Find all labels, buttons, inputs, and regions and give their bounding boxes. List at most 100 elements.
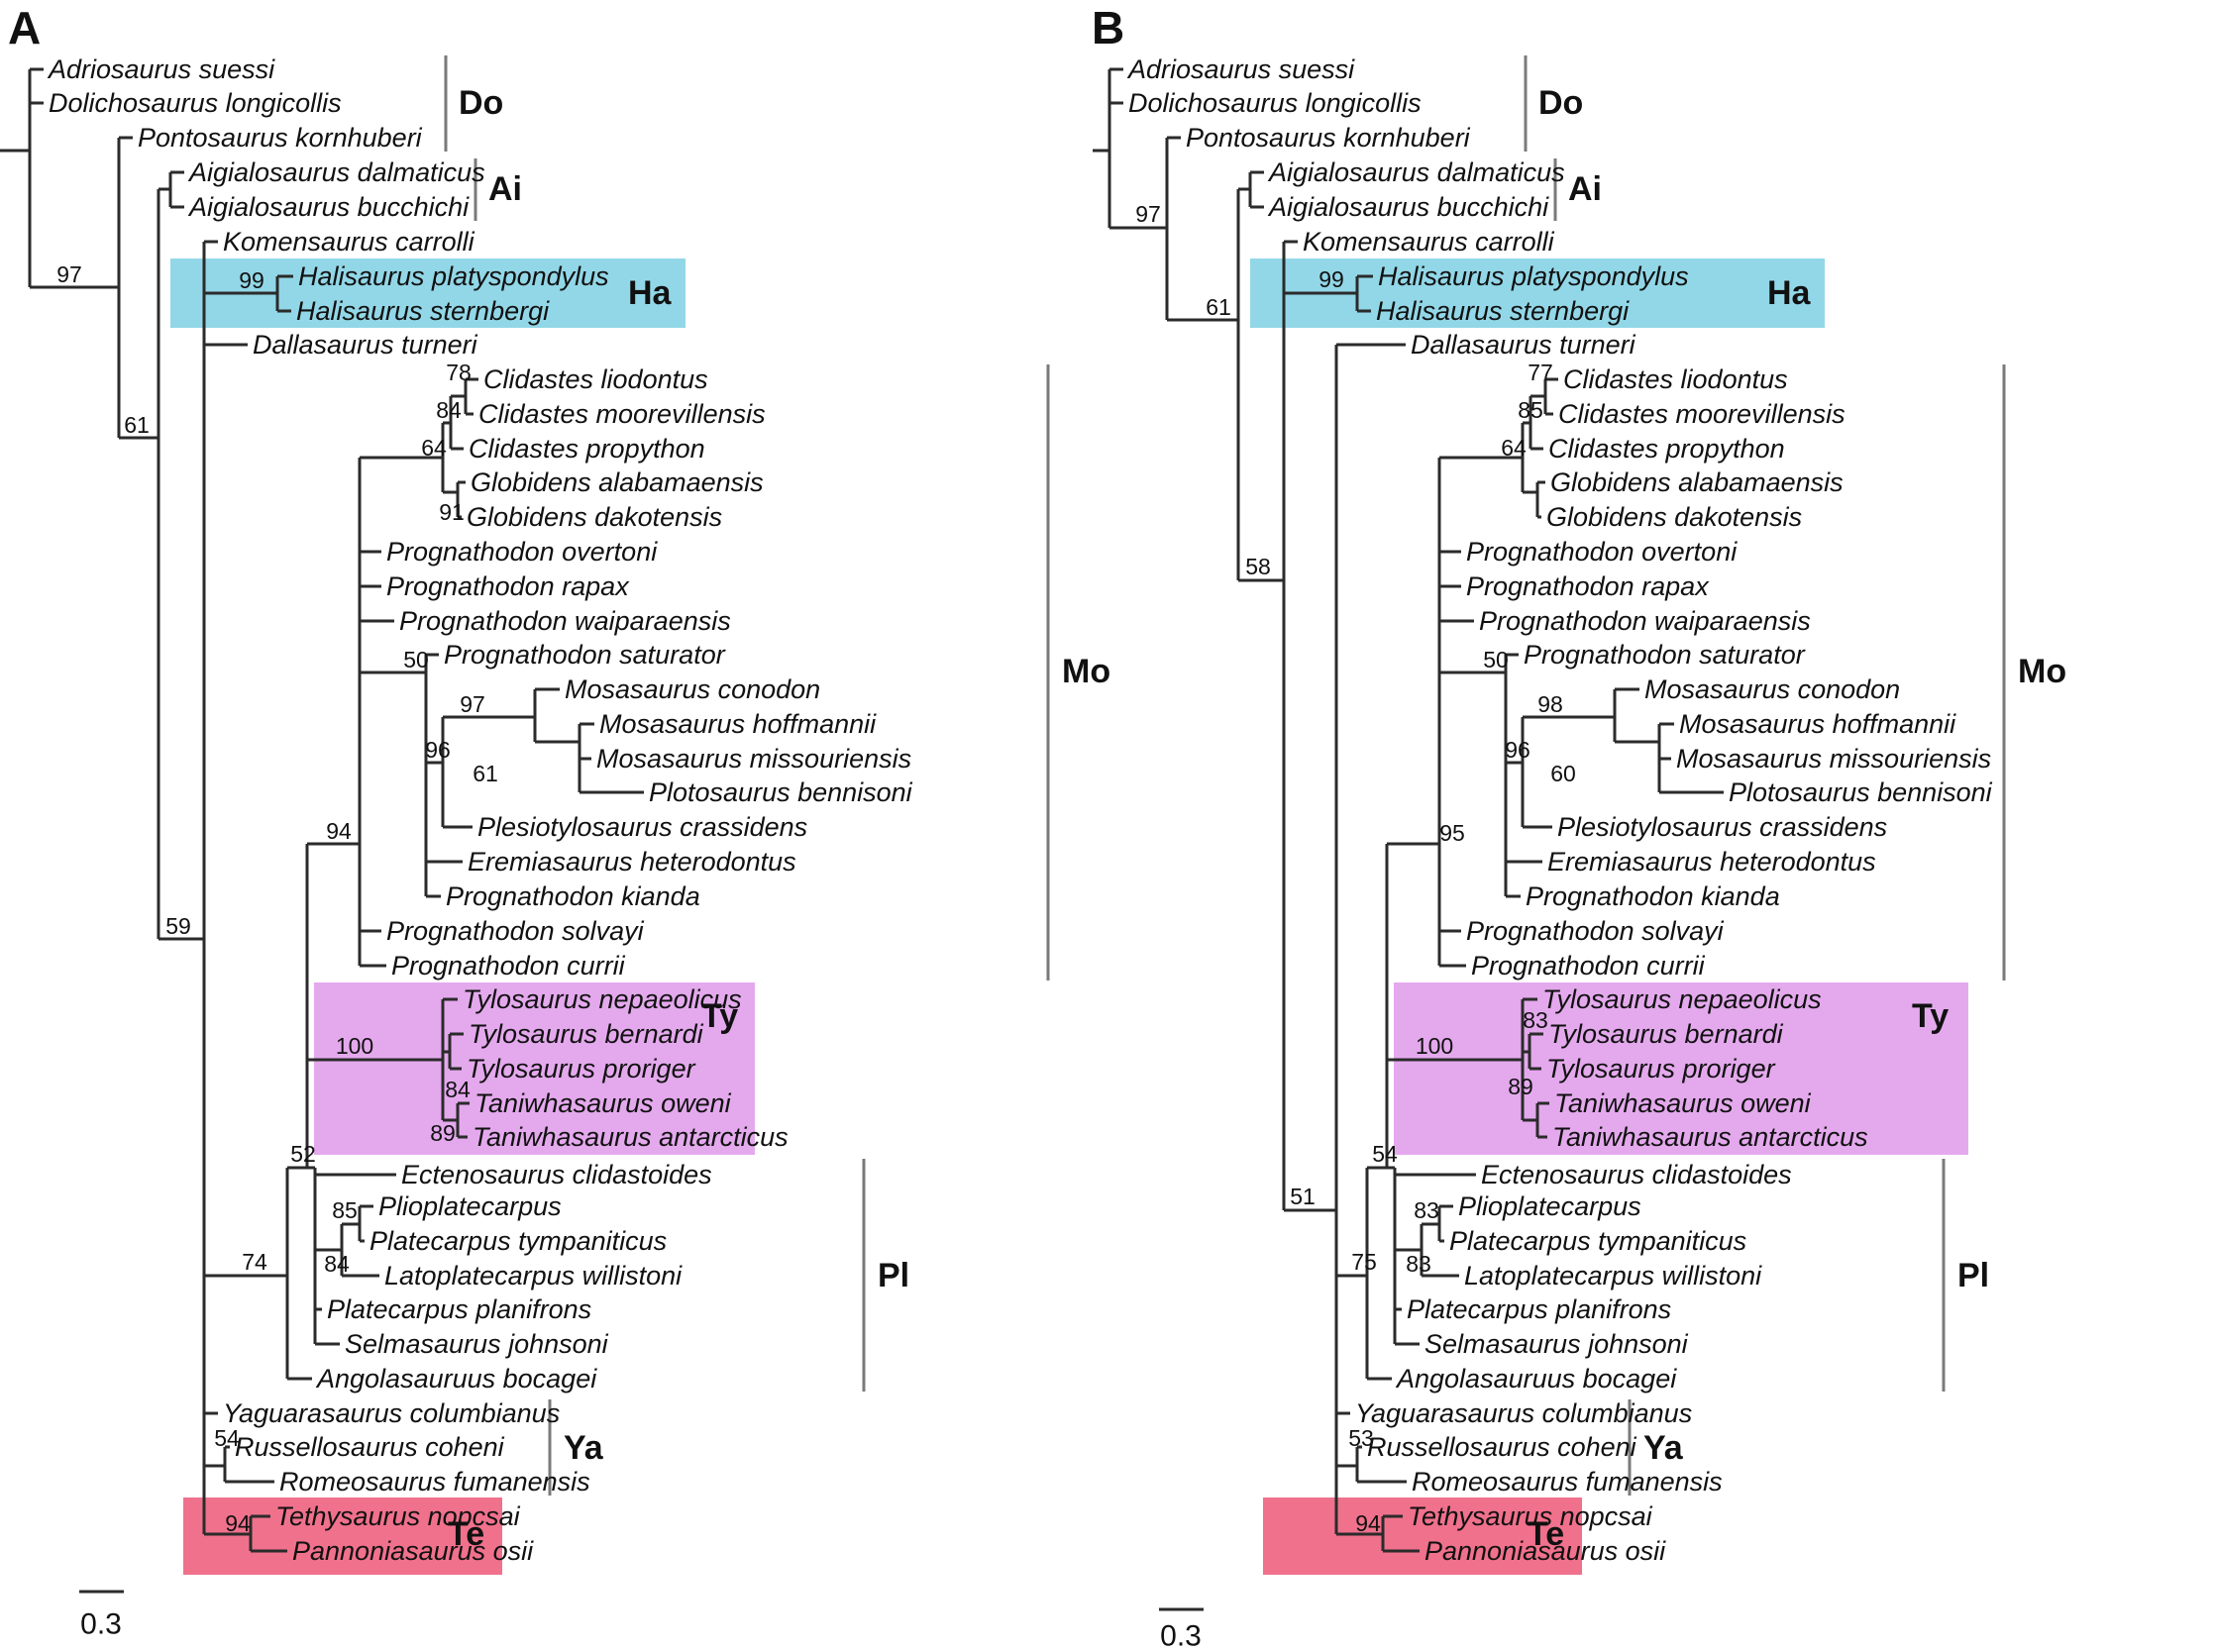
- taxon-label: Selmasaurus johnsoni: [345, 1329, 609, 1359]
- taxon-label: Mosasaurus conodon: [565, 674, 820, 704]
- support-value: 61: [473, 761, 498, 786]
- support-value: 54: [214, 1425, 240, 1451]
- clade-label-ya: Ya: [564, 1429, 604, 1467]
- support-value: 84: [436, 397, 462, 423]
- support-value: 97: [56, 261, 82, 287]
- taxon-label: Plotosaurus bennisoni: [649, 777, 913, 807]
- taxon-label: Taniwhasaurus oweni: [475, 1088, 732, 1118]
- taxon-label: Aigialosaurus bucchichi: [187, 192, 470, 222]
- taxon-label: Prognathodon solvayi: [386, 916, 645, 946]
- support-value: 94: [1355, 1510, 1381, 1536]
- taxon-label: Dolichosaurus longicollis: [49, 88, 342, 118]
- support-value: 61: [124, 412, 150, 438]
- support-value: 85: [332, 1197, 358, 1223]
- taxon-label: Komensaurus carrolli: [1303, 227, 1555, 257]
- taxon-label: Platecarpus planifrons: [1407, 1294, 1671, 1324]
- taxon-label: Adriosaurus suessi: [47, 54, 275, 84]
- taxon-label: Halisaurus platyspondylus: [298, 261, 609, 291]
- taxon-label: Romeosaurus fumanensis: [1412, 1467, 1723, 1497]
- support-value: 100: [336, 1033, 373, 1059]
- support-value: 83: [1406, 1251, 1431, 1277]
- taxon-label: Tethysaurus nopcsai: [1408, 1501, 1653, 1531]
- clade-label-do: Do: [1538, 84, 1583, 122]
- taxon-label: Clidastes propython: [469, 434, 705, 464]
- taxon-label: Globidens alabamaensis: [1550, 467, 1844, 497]
- clade-label-mo: Mo: [2018, 653, 2066, 690]
- support-value: 94: [326, 818, 352, 844]
- support-value: 78: [446, 360, 472, 385]
- support-value: 77: [1528, 360, 1553, 385]
- support-value: 95: [1439, 820, 1465, 846]
- taxon-label: Mosasaurus missouriensis: [1676, 744, 1991, 774]
- support-value: 51: [1290, 1184, 1316, 1209]
- support-value: 96: [425, 737, 451, 763]
- support-value: 54: [1372, 1141, 1398, 1167]
- taxon-label: Prognathodon waiparaensis: [399, 606, 731, 636]
- support-value: 89: [1508, 1074, 1533, 1099]
- support-value: 50: [403, 647, 429, 672]
- taxon-label: Globidens dakotensis: [467, 502, 722, 532]
- taxon-label: Eremiasaurus heterodontus: [1547, 847, 1876, 877]
- taxon-label: Platecarpus planifrons: [327, 1294, 591, 1324]
- clade-label-ty: Ty: [701, 997, 738, 1035]
- support-value: 83: [1414, 1197, 1439, 1223]
- clade-label-mo: Mo: [1062, 653, 1110, 690]
- taxon-label: Tylosaurus proriger: [467, 1054, 696, 1084]
- taxon-label: Mosasaurus hoffmannii: [599, 709, 877, 739]
- support-value: 99: [1318, 266, 1344, 292]
- support-value: 64: [1501, 435, 1527, 461]
- taxon-label: Prognathodon rapax: [1466, 571, 1710, 601]
- taxon-label: Globidens alabamaensis: [471, 467, 764, 497]
- taxon-label: Dallasaurus turneri: [253, 330, 478, 360]
- taxon-label: Clidastes moorevillensis: [478, 399, 766, 429]
- taxon-label: Angolasauruus bocagei: [315, 1364, 597, 1394]
- taxon-label: Clidastes propython: [1548, 434, 1785, 464]
- taxon-label: Clidastes moorevillensis: [1558, 399, 1846, 429]
- clade-highlight-te: [183, 1497, 502, 1575]
- taxon-label: Prognathodon solvayi: [1466, 916, 1725, 946]
- support-value: 84: [324, 1251, 350, 1277]
- support-value: 97: [460, 691, 485, 717]
- support-value: 61: [1206, 294, 1231, 320]
- taxon-label: Tylosaurus proriger: [1546, 1054, 1776, 1084]
- clade-label-ai: Ai: [488, 170, 522, 208]
- support-value: 89: [430, 1120, 456, 1146]
- taxon-label: Aigialosaurus bucchichi: [1267, 192, 1549, 222]
- taxon-label: Prognathodon currii: [1471, 951, 1706, 981]
- support-value: 85: [1518, 397, 1543, 423]
- taxon-label: Platecarpus tympaniticus: [369, 1226, 667, 1256]
- taxon-label: Tylosaurus bernardi: [469, 1019, 704, 1049]
- clade-label-ty: Ty: [1912, 997, 1949, 1035]
- taxon-label: Mosasaurus missouriensis: [596, 744, 911, 774]
- taxon-label: Aigialosaurus dalmaticus: [187, 157, 485, 187]
- support-value: 53: [1348, 1425, 1374, 1451]
- taxon-label: Plioplatecarpus: [378, 1191, 562, 1221]
- clade-label-ha: Ha: [1767, 274, 1812, 312]
- taxon-label: Platecarpus tympaniticus: [1449, 1226, 1746, 1256]
- taxon-label: Clidastes liodontus: [1563, 364, 1788, 394]
- taxon-label: Dolichosaurus longicollis: [1128, 88, 1422, 118]
- clade-label-ai: Ai: [1568, 170, 1602, 208]
- clade-label-pl: Pl: [1957, 1257, 1989, 1294]
- taxon-label: Prognathodon saturator: [1524, 640, 1806, 670]
- taxon-label: Latoplatecarpus willistoni: [384, 1261, 683, 1291]
- taxon-label: Pontosaurus kornhuberi: [1186, 123, 1471, 153]
- scale-label: 0.3: [80, 1608, 122, 1641]
- support-value: 52: [290, 1141, 316, 1167]
- taxon-label: Dallasaurus turneri: [1411, 330, 1636, 360]
- support-value: 98: [1537, 691, 1563, 717]
- clade-label-do: Do: [459, 84, 503, 122]
- taxon-label: Pannoniasaurus osii: [292, 1536, 534, 1566]
- taxon-label: Clidastes liodontus: [483, 364, 708, 394]
- taxon-label: Globidens dakotensis: [1546, 502, 1802, 532]
- taxon-label: Yaguarasaurus columbianus: [1355, 1398, 1692, 1428]
- taxon-label: Komensaurus carrolli: [223, 227, 475, 257]
- taxon-label: Prognathodon rapax: [386, 571, 630, 601]
- taxon-label: Selmasaurus johnsoni: [1424, 1329, 1689, 1359]
- support-value: 96: [1505, 737, 1530, 763]
- taxon-label: Latoplatecarpus willistoni: [1464, 1261, 1762, 1291]
- taxon-label: Tylosaurus nepaeolicus: [463, 984, 742, 1014]
- taxon-label: Plesiotylosaurus crassidens: [1557, 812, 1887, 842]
